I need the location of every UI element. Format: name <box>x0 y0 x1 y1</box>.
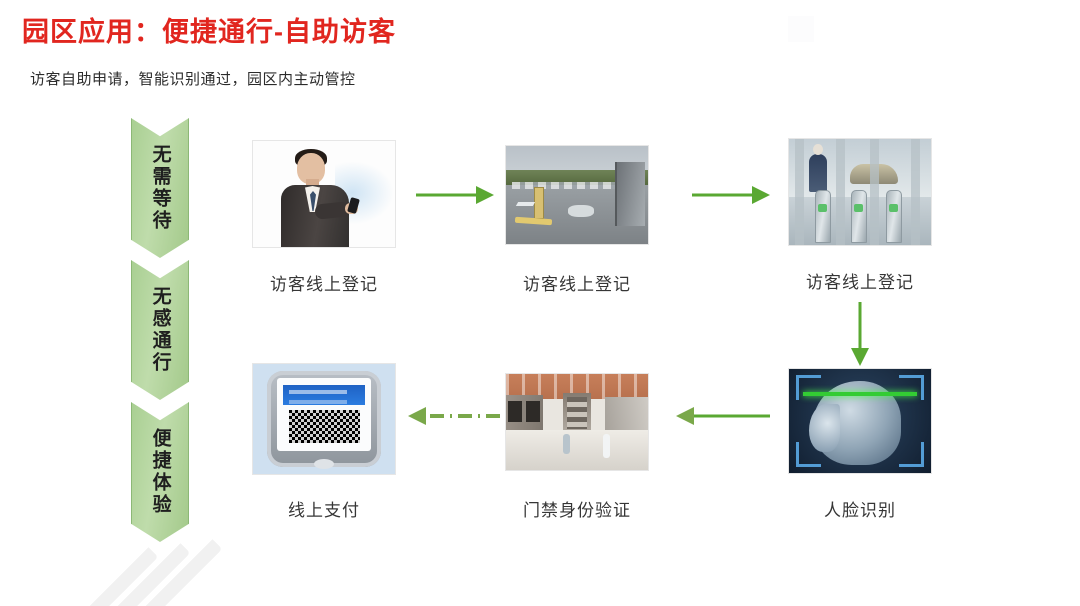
flow-step-visitor-registration-1: 访客线上登记 <box>252 140 396 295</box>
benefit-chevron-1-label: 无需等待 <box>149 144 171 232</box>
flow-step-label-3: 访客线上登记 <box>806 273 914 292</box>
flow-step-label-6: 线上支付 <box>288 501 360 520</box>
qr-code-icon <box>288 410 360 444</box>
flow-step-face-recognition: 人脸识别 <box>788 368 932 521</box>
flow-arrow-down <box>846 300 874 366</box>
benefit-chevron-2-label: 无感通行 <box>149 286 171 374</box>
businessman-phone-photo <box>252 140 396 248</box>
benefit-chevron-3: 便捷体验 <box>131 402 189 542</box>
page-title: 园区应用：便捷通行-自助访客 <box>22 17 396 47</box>
benefit-chevron-1: 无需等待 <box>131 118 189 258</box>
lobby-turnstile-photo <box>788 138 932 246</box>
benefit-chevron-column: 无需等待 无感通行 便捷体验 <box>131 118 189 544</box>
flow-arrow-right-1 <box>414 182 494 208</box>
flow-arrow-right-2 <box>690 182 770 208</box>
atrium-interior-photo <box>505 373 649 471</box>
flow-step-online-payment: 线上支付 <box>252 363 396 521</box>
flow-step-label-4: 人脸识别 <box>824 501 896 520</box>
flow-step-label-2: 访客线上登记 <box>523 275 631 294</box>
benefit-chevron-2: 无感通行 <box>131 260 189 400</box>
flow-step-visitor-registration-2: 访客线上登记 <box>505 145 649 295</box>
benefit-chevron-3-label: 便捷体验 <box>149 428 171 516</box>
flow-arrow-left-1 <box>672 403 772 429</box>
face-scan-line <box>803 391 917 396</box>
page-subtitle: 访客自助申请，智能识别通过，园区内主动管控 <box>30 71 356 88</box>
flow-step-visitor-registration-3: 访客线上登记 <box>788 138 932 293</box>
face-recognition-scan-photo <box>788 368 932 474</box>
flow-step-label-5: 门禁身份验证 <box>523 501 631 520</box>
flow-step-label-1: 访客线上登记 <box>270 275 378 294</box>
top-right-watermark <box>788 16 814 42</box>
flow-arrow-left-dashed <box>402 403 502 429</box>
parking-barrier-gate-photo <box>505 145 649 245</box>
payment-kiosk-qr-photo <box>252 363 396 475</box>
flow-step-access-verification: 门禁身份验证 <box>505 373 649 521</box>
